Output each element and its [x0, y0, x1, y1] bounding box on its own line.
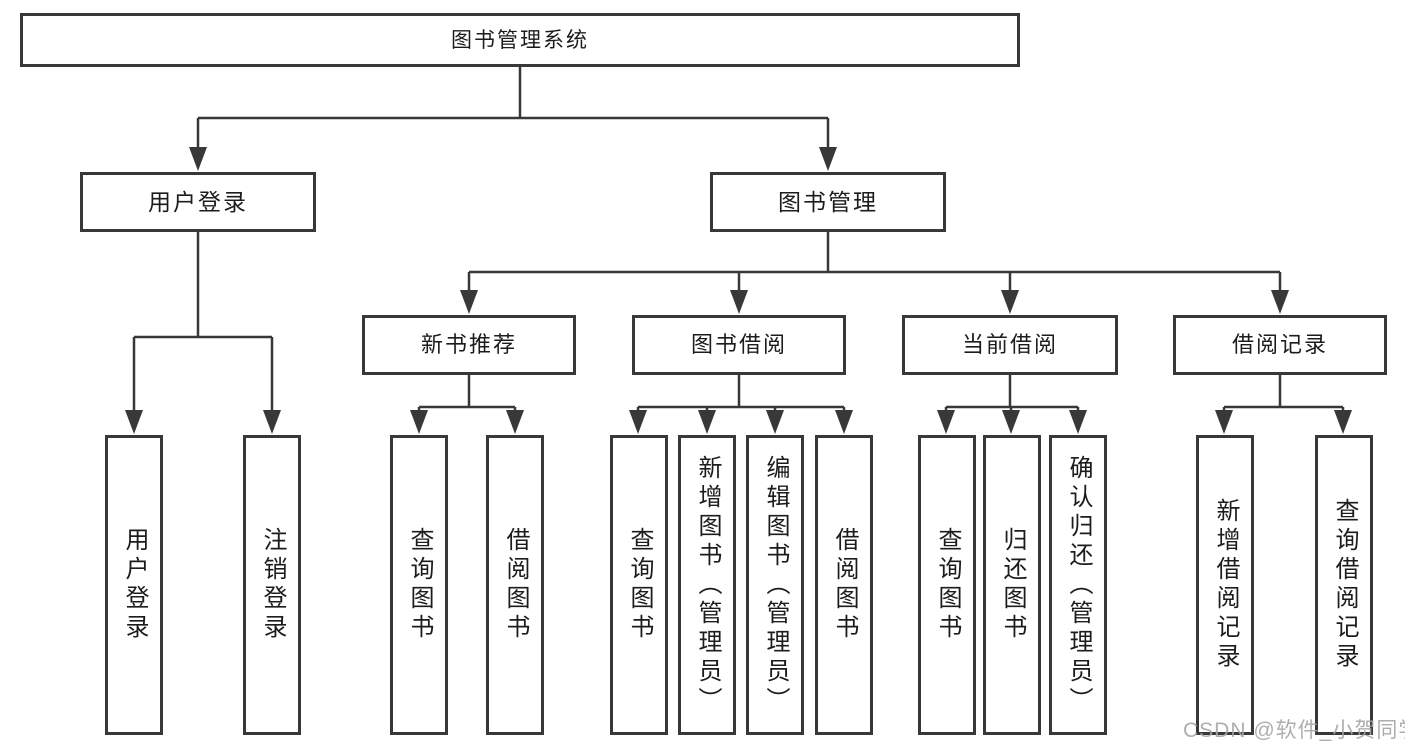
- leaf-label: 新增图书（管理员）: [694, 454, 721, 716]
- node-borrow-records: 借阅记录: [1173, 315, 1387, 375]
- node-book-management: 图书管理: [710, 172, 946, 232]
- leaf-borrow-books-recommend: 借阅图书: [486, 435, 544, 735]
- node-label: 借阅记录: [1231, 332, 1328, 357]
- leaf-add-borrow-record: 新增借阅记录: [1196, 435, 1254, 735]
- node-book-borrow: 图书借阅: [632, 315, 846, 375]
- leaf-query-borrow-record: 查询借阅记录: [1315, 435, 1373, 735]
- leaf-add-books-admin: 新增图书（管理员）: [678, 435, 736, 735]
- leaf-label: 编辑图书（管理员）: [762, 454, 789, 716]
- node-label: 图书管理: [778, 188, 878, 215]
- node-user-login: 用户登录: [80, 172, 316, 232]
- leaf-user-login: 用户登录: [105, 435, 163, 735]
- leaf-label: 归还图书: [999, 527, 1026, 643]
- leaf-label: 查询图书: [934, 527, 961, 643]
- node-label: 图书管理系统: [451, 28, 589, 52]
- node-new-book-recommend: 新书推荐: [362, 315, 576, 375]
- leaf-label: 确认归还（管理员）: [1065, 454, 1092, 716]
- leaf-borrow-books: 借阅图书: [815, 435, 873, 735]
- leaf-label: 借阅图书: [831, 527, 858, 643]
- leaf-edit-books-admin: 编辑图书（管理员）: [746, 435, 804, 735]
- node-label: 当前借阅: [961, 332, 1058, 357]
- node-label: 新书推荐: [420, 332, 517, 357]
- leaf-logout: 注销登录: [243, 435, 301, 735]
- leaf-label: 注销登录: [259, 527, 286, 643]
- node-current-borrow: 当前借阅: [902, 315, 1118, 375]
- leaf-label: 用户登录: [121, 527, 148, 643]
- leaf-query-books-borrow: 查询图书: [610, 435, 668, 735]
- leaf-query-books-recommend: 查询图书: [390, 435, 448, 735]
- leaf-label: 查询图书: [626, 527, 653, 643]
- node-root: 图书管理系统: [20, 13, 1020, 67]
- node-label: 图书借阅: [690, 332, 787, 357]
- leaf-query-books-current: 查询图书: [918, 435, 976, 735]
- leaf-label: 查询图书: [406, 527, 433, 643]
- leaf-label: 查询借阅记录: [1331, 498, 1358, 672]
- leaf-return-books: 归还图书: [983, 435, 1041, 735]
- node-label: 用户登录: [148, 188, 248, 215]
- leaf-confirm-return-admin: 确认归还（管理员）: [1049, 435, 1107, 735]
- leaf-label: 借阅图书: [502, 527, 529, 643]
- leaf-label: 新增借阅记录: [1212, 498, 1239, 672]
- csdn-watermark: CSDN @软件_小贺同学: [1183, 719, 1405, 742]
